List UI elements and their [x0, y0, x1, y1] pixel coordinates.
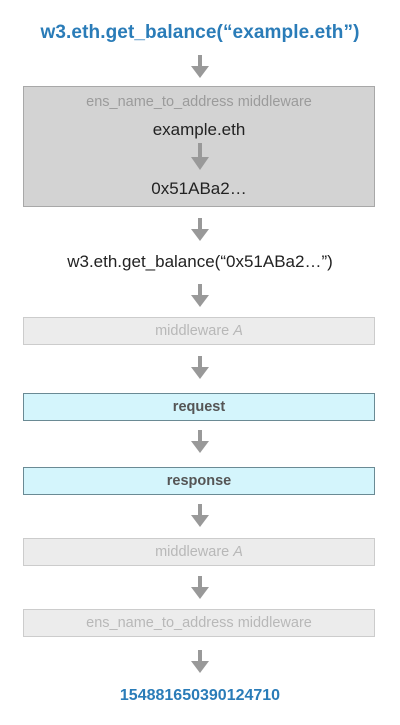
arrow-down-icon	[190, 143, 210, 170]
request-box: request	[23, 393, 375, 421]
ens-middleware-box: ens_name_to_address middleware example.e…	[23, 86, 375, 207]
middleware-a-label: middleware	[155, 323, 234, 339]
middleware-a-return-box: middleware A	[23, 538, 375, 566]
diagram-title: w3.eth.get_balance(“example.eth”)	[40, 22, 360, 43]
ens-resolved-address: 0x51ABa2…	[151, 179, 247, 198]
arrow-down-icon	[190, 504, 210, 528]
middleware-a-return-label: middleware	[155, 544, 234, 560]
arrow-down-icon	[190, 576, 210, 600]
ens-middleware-label: ens_name_to_address middleware	[86, 94, 312, 110]
arrow-down-icon	[190, 430, 210, 454]
middleware-a-return-letter: A	[233, 544, 243, 560]
response-box: response	[23, 467, 375, 495]
middleware-a-box: middleware A	[23, 317, 375, 345]
ens-middleware-return-box: ens_name_to_address middleware	[23, 609, 375, 637]
arrow-down-icon	[190, 218, 210, 242]
middleware-a-letter: A	[233, 323, 243, 339]
ens-input-name: example.eth	[152, 120, 246, 139]
resolved-call: w3.eth.get_balance(“0x51ABa2…”)	[67, 252, 333, 271]
arrow-down-icon	[190, 356, 210, 380]
balance-result: 154881650390124710	[119, 687, 281, 704]
arrow-down-icon	[190, 284, 210, 308]
arrow-down-icon	[190, 55, 210, 79]
arrow-down-icon	[190, 650, 210, 674]
